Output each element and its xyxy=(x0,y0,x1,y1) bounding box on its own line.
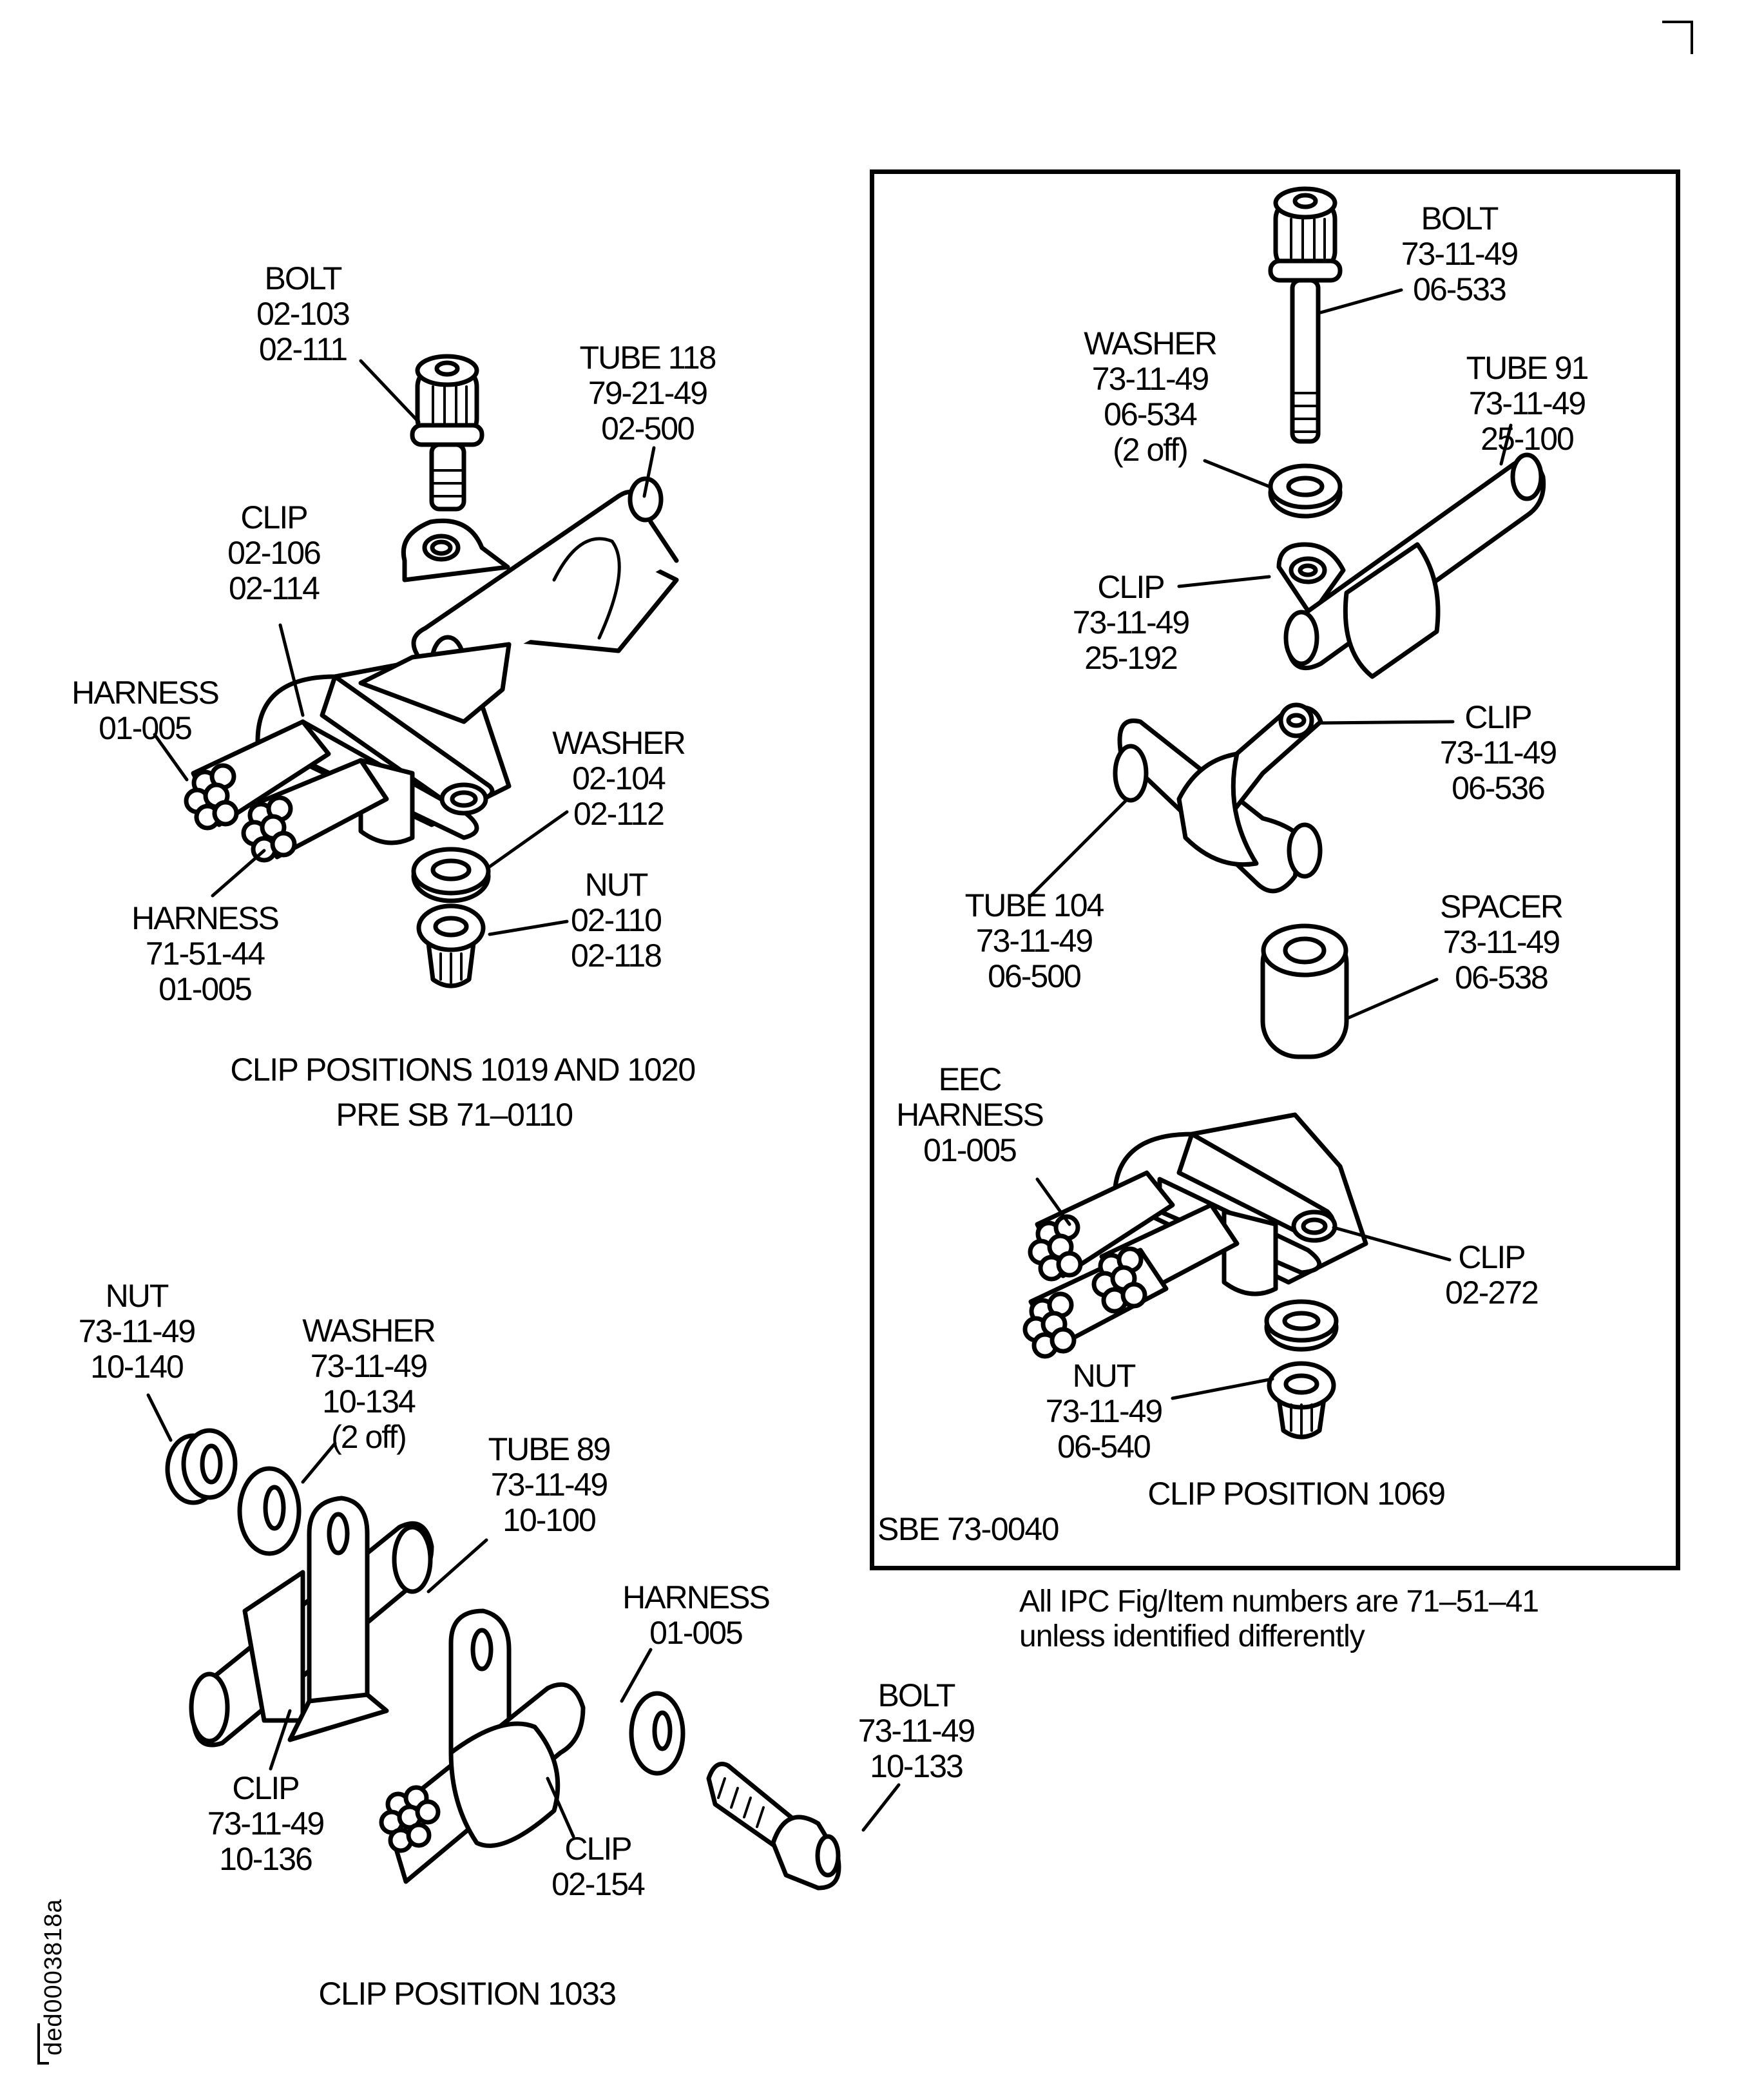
callout-clip-06-536: CLIP 73-11-49 06-536 xyxy=(1439,699,1557,806)
nut-02-110-drawing xyxy=(416,903,486,988)
caption-clip-position-1033: CLIP POSITION 1033 xyxy=(318,1976,617,2012)
washer-02-104-drawing xyxy=(411,847,491,903)
callout-tube-89: TUBE 89 73-11-49 10-100 xyxy=(488,1431,611,1538)
harness-clip-assembly-drawing xyxy=(184,642,512,863)
callout-bolt-10-133: BOLT 73-11-49 10-133 xyxy=(858,1677,975,1784)
spacer-06-538-drawing xyxy=(1260,923,1349,1059)
callout-nut-10-140: NUT 73-11-49 10-140 xyxy=(78,1278,196,1385)
callout-washer-10-134: WASHER 73-11-49 10-134 (2 off) xyxy=(302,1313,436,1455)
ipc-note-line-2: unless identified differently xyxy=(1019,1619,1365,1653)
callout-harness-01-005: HARNESS 01-005 xyxy=(72,675,220,746)
caption-clip-position-1069: CLIP POSITION 1069 xyxy=(1147,1476,1446,1512)
crop-corner-mark xyxy=(1662,21,1693,54)
sbe-reference: SBE 73-0040 xyxy=(877,1511,1059,1547)
callout-harness-71-51-44: HARNESS 71-51-44 01-005 xyxy=(131,900,280,1007)
bolt-06-533-drawing xyxy=(1268,186,1343,444)
document-id-corner-mark xyxy=(37,2023,49,2065)
callout-spacer-06-538: SPACER 73-11-49 06-538 xyxy=(1440,889,1564,996)
tube-104-clip-06-536-drawing xyxy=(1113,702,1323,894)
callout-nut-02-110: NUT 02-110 02-118 xyxy=(571,867,662,974)
eec-harness-clip-02-272-drawing xyxy=(1022,1112,1368,1359)
callout-washer-06-534: WASHER 73-11-49 06-534 (2 off) xyxy=(1084,325,1218,468)
callout-clip-02-272: CLIP 02-272 xyxy=(1445,1239,1539,1311)
harness-clip-02-154-drawing xyxy=(379,1608,586,1884)
callout-tube-91: TUBE 91 73-11-49 25-100 xyxy=(1466,350,1589,457)
washer-06-534-drawing xyxy=(1268,463,1343,519)
callout-bolt-02-103: BOLT 02-103 02-111 xyxy=(256,260,350,367)
callout-tube-104: TUBE 104 73-11-49 06-500 xyxy=(964,887,1105,994)
tube-89-clip-10-136-drawing xyxy=(189,1496,434,1748)
callout-harness-01-005-1033: HARNESS 01-005 xyxy=(622,1579,771,1651)
caption-clip-positions-1019-1020: CLIP POSITIONS 1019 AND 1020 xyxy=(230,1052,696,1088)
washer-10-134-drawing xyxy=(237,1466,302,1556)
callout-clip-02-106: CLIP 02-106 02-114 xyxy=(227,499,321,606)
callout-bolt-06-533: BOLT 73-11-49 06-533 xyxy=(1401,200,1519,307)
document-id: ded0003818a xyxy=(40,1898,67,2056)
callout-clip-02-154: CLIP 02-154 xyxy=(551,1831,646,1902)
bolt-02-103-drawing xyxy=(410,354,484,512)
bolt-10-133-drawing xyxy=(706,1762,841,1891)
ipc-note-line-1: All IPC Fig/Item numbers are 71–51–41 xyxy=(1019,1585,1539,1619)
nut-10-140-drawing xyxy=(165,1428,238,1505)
callout-washer-02-104: WASHER 02-104 02-112 xyxy=(552,725,686,832)
callout-eec-harness: EEC HARNESS 01-005 xyxy=(896,1061,1044,1168)
tube-91-clip-25-192-drawing xyxy=(1276,452,1546,679)
caption-pre-sb: PRE SB 71–0110 xyxy=(336,1097,573,1133)
callout-clip-10-136: CLIP 73-11-49 10-136 xyxy=(207,1770,325,1877)
washer-1069-lower-drawing xyxy=(1264,1299,1339,1352)
callout-nut-06-540: NUT 73-11-49 06-540 xyxy=(1045,1358,1163,1465)
callout-tube-118: TUBE 118 79-21-49 02-500 xyxy=(579,340,717,447)
nut-06-540-drawing xyxy=(1267,1361,1336,1440)
callout-clip-25-192: CLIP 73-11-49 25-192 xyxy=(1072,569,1190,676)
sbe-inset-frame xyxy=(870,169,1680,1570)
washer-1033-lower-drawing xyxy=(629,1691,685,1776)
